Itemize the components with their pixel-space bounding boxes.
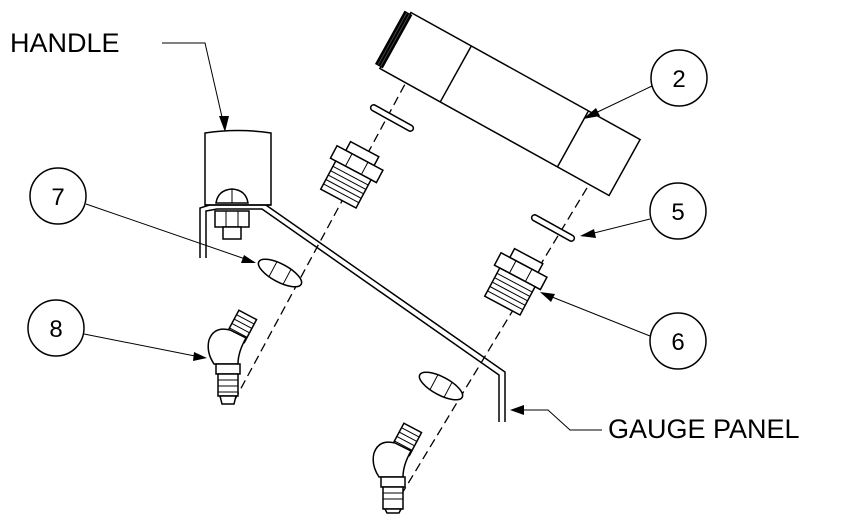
gauge-body	[374, 10, 642, 197]
callout-5-number: 5	[671, 199, 684, 226]
handle-label: HANDLE	[10, 28, 120, 58]
gauge-panel-label: GAUGE PANEL	[608, 414, 800, 444]
handle	[204, 129, 272, 240]
lock-nut-left	[257, 258, 303, 288]
left-centerline	[231, 59, 419, 406]
hex-nipple-right	[483, 247, 548, 317]
elbow-fitting-left	[207, 309, 258, 405]
callout-8-number: 8	[49, 316, 62, 343]
screw-tip	[222, 226, 242, 240]
elbow-fitting-right	[372, 422, 423, 514]
callout-6-number: 6	[671, 329, 684, 356]
callout-6: 6	[540, 292, 707, 370]
gauge-panel-leader	[512, 409, 602, 431]
hex-nipple-left	[319, 140, 384, 210]
callout-5: 5	[580, 182, 707, 240]
callout-7: 7	[29, 167, 256, 263]
handle-arrowhead	[219, 116, 229, 132]
right-centerline	[394, 139, 617, 506]
callout-7-number: 7	[51, 184, 64, 211]
oring-right	[530, 214, 576, 242]
nut	[214, 210, 250, 228]
callout-8: 8	[27, 299, 207, 361]
callout-2: 2	[583, 49, 708, 119]
lock-nut-right	[418, 371, 464, 401]
callout-2-number: 2	[672, 66, 685, 93]
oring-left	[369, 104, 415, 132]
gauge-panel-arrowhead	[510, 405, 524, 415]
handle-leader	[162, 42, 226, 131]
